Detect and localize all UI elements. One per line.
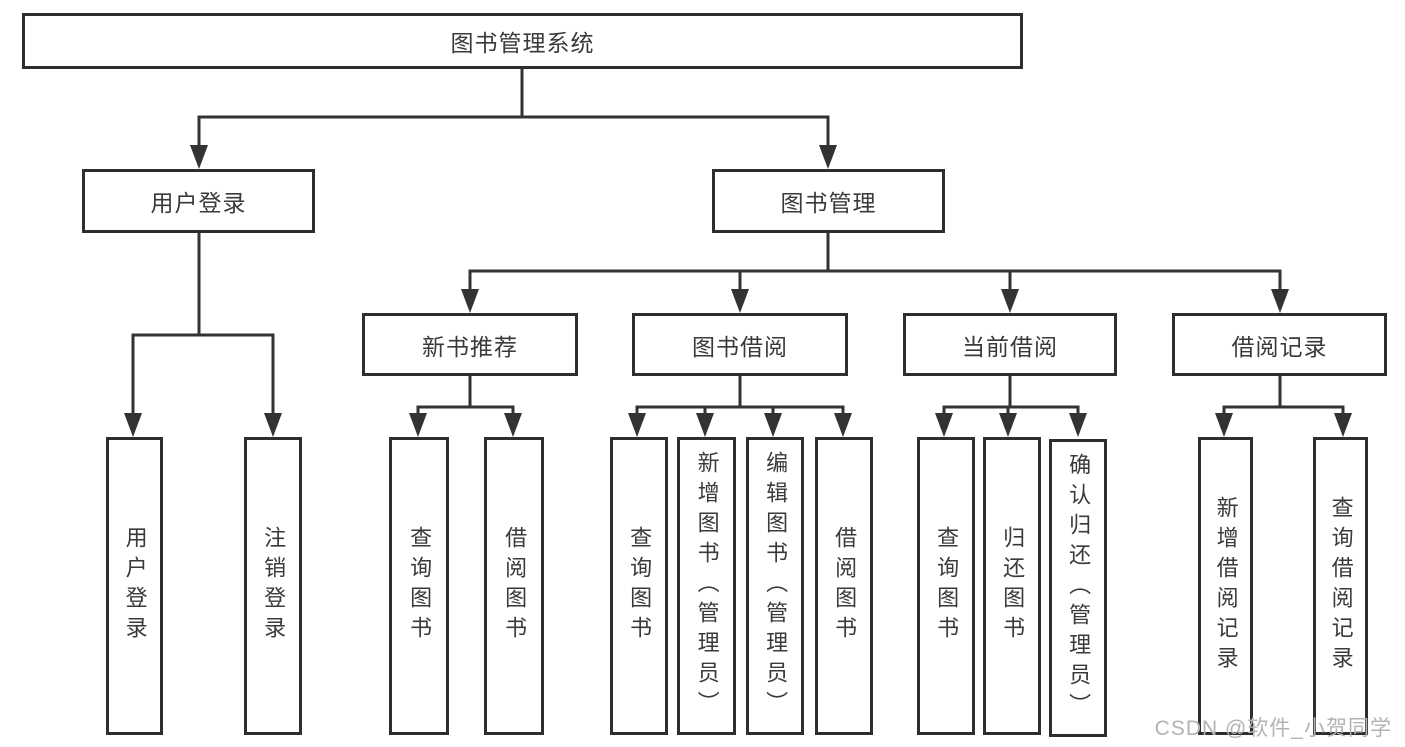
leaf-record-add-label: 新增借阅记录: [1213, 496, 1239, 676]
leaf-record-add: 新增借阅记录: [1198, 437, 1253, 735]
leaf-record-query-label: 查询借阅记录: [1328, 496, 1354, 676]
leaf-user-login-label: 用户登录: [122, 526, 148, 646]
leaf-logout-label: 注销登录: [261, 526, 287, 646]
leaf-newbook-borrow-label: 借阅图书: [502, 526, 528, 646]
leaf-current-query-label: 查询图书: [934, 526, 960, 646]
leaf-borrow-add-label: 新增图书（管理员）: [694, 451, 720, 721]
leaf-user-login: 用户登录: [106, 437, 163, 735]
leaf-borrow-borrow: 借阅图书: [815, 437, 873, 735]
node-book-borrow-label: 图书借阅: [692, 333, 788, 360]
node-root-label: 图书管理系统: [450, 30, 595, 56]
leaf-record-query: 查询借阅记录: [1313, 437, 1368, 735]
leaf-borrow-edit-label: 编辑图书（管理员）: [763, 451, 789, 721]
node-current-borrow: 当前借阅: [903, 313, 1117, 376]
leaf-borrow-query: 查询图书: [610, 437, 668, 735]
arrowheads: [124, 145, 1352, 437]
leaf-newbook-query: 查询图书: [389, 437, 449, 735]
leaf-borrow-borrow-label: 借阅图书: [832, 526, 858, 646]
leaf-current-query: 查询图书: [917, 437, 975, 735]
node-current-borrow-label: 当前借阅: [962, 333, 1058, 360]
leaf-current-confirm: 确认归还（管理员）: [1049, 439, 1107, 737]
node-new-book-recommend-label: 新书推荐: [422, 333, 518, 360]
leaf-borrow-add: 新增图书（管理员）: [677, 437, 736, 735]
node-user-login: 用户登录: [82, 169, 315, 233]
node-book-management: 图书管理: [712, 169, 945, 233]
leaf-newbook-borrow: 借阅图书: [484, 437, 544, 735]
leaf-borrow-query-label: 查询图书: [627, 526, 653, 646]
node-book-borrow: 图书借阅: [632, 313, 848, 376]
leaf-current-return-label: 归还图书: [1000, 526, 1026, 646]
leaf-logout: 注销登录: [244, 437, 302, 735]
leaf-current-confirm-label: 确认归还（管理员）: [1066, 453, 1092, 723]
node-book-management-label: 图书管理: [780, 190, 877, 216]
node-root: 图书管理系统: [22, 13, 1023, 69]
leaf-current-return: 归还图书: [983, 437, 1041, 735]
node-new-book-recommend: 新书推荐: [362, 313, 578, 376]
node-borrow-record: 借阅记录: [1172, 313, 1387, 376]
node-user-login-label: 用户登录: [150, 190, 247, 216]
csdn-watermark: CSDN @软件_小贺同学: [1154, 717, 1392, 740]
leaf-newbook-query-label: 查询图书: [407, 526, 433, 646]
node-borrow-record-label: 借阅记录: [1231, 333, 1328, 360]
leaf-borrow-edit: 编辑图书（管理员）: [746, 437, 804, 735]
